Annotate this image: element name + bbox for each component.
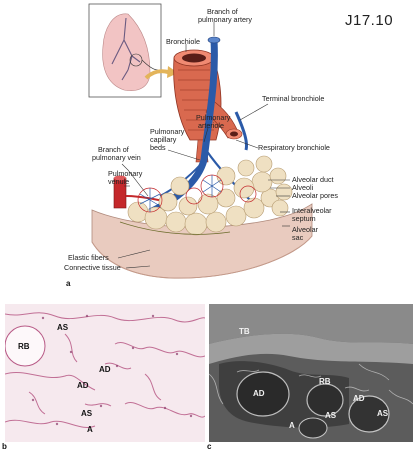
mc-label-as2: AS — [377, 409, 389, 418]
mb-label-rb: RB — [18, 342, 30, 351]
label-pulmonary-capillary-beds-3: beds — [150, 143, 166, 152]
label-interalveolar-septum-1: Interalveolar — [292, 206, 332, 215]
capillary-beds — [137, 174, 257, 213]
mb-label-ad2: AD — [77, 381, 89, 390]
mb-label-ad1: AD — [99, 365, 111, 374]
label-alveolar-sac-1: Alveolar — [292, 225, 319, 234]
label-bronchiole: Bronchiole — [166, 37, 200, 46]
label-pulmonary-arteriole-1: Pulmonary — [196, 113, 231, 122]
mb-label-a: A — [87, 425, 93, 434]
callout-arrow — [144, 66, 178, 80]
label-alveolar-duct: Alveolar duct — [292, 175, 334, 184]
panel-letter-b: b — [2, 442, 7, 451]
label-branch-pulmonary-vein-1: Branch of — [98, 145, 129, 154]
mc-label-a: A — [289, 421, 295, 430]
alveoli-cluster — [127, 155, 293, 236]
mc-label-tb: TB — [239, 327, 250, 336]
label-branch-pulmonary-vein-2: pulmonary vein — [92, 153, 141, 162]
panel-letter-c: c — [207, 442, 212, 451]
panel-letter-a: a — [66, 279, 71, 288]
mb-label-as1: AS — [57, 323, 69, 332]
label-respiratory-bronchiole: Respiratory bronchiole — [258, 143, 330, 152]
lung-alveoli-illustration: Branch of pulmonary artery Bronchiole Te… — [64, 3, 338, 288]
figure-id: J17.10 — [345, 12, 394, 29]
label-pulmonary-capillary-beds-1: Pulmonary — [150, 127, 185, 136]
label-pulmonary-venule-1: Pulmonary — [108, 169, 143, 178]
mb-label-as2: AS — [81, 409, 93, 418]
elastic-fibers — [119, 221, 231, 235]
label-pulmonary-venule-2: venule — [108, 177, 129, 186]
label-connective-tissue: Connective tissue — [64, 263, 121, 272]
label-pulmonary-capillary-beds-2: capillary — [150, 135, 177, 144]
label-terminal-bronchiole: Terminal bronchiole — [262, 94, 324, 103]
mc-label-ad2: AD — [353, 394, 365, 403]
mc-label-rb: RB — [319, 377, 331, 386]
light-micrograph-panel: RB AS AD AD AS A — [5, 304, 205, 442]
mc-label-ad: AD — [253, 389, 265, 398]
label-alveolar-pores: Alveolar pores — [292, 191, 338, 200]
label-branch-pulmonary-artery-2: pulmonary artery — [198, 15, 252, 24]
sem-micrograph-panel: TB AD RB AD AS AS A — [209, 304, 413, 442]
connective-tissue-plate — [91, 203, 313, 279]
label-interalveolar-septum-2: septum — [292, 214, 316, 223]
lung-inset — [88, 3, 162, 98]
leader-lines — [117, 22, 290, 269]
label-branch-pulmonary-artery-1: Branch of — [207, 7, 238, 16]
label-alveolar-sac-2: sac — [292, 233, 304, 242]
mc-label-as1: AS — [325, 411, 337, 420]
label-pulmonary-arteriole-2: arteriole — [198, 121, 224, 130]
label-elastic-fibers: Elastic fibers — [68, 253, 109, 262]
label-alveoli: Alveoli — [292, 183, 314, 192]
